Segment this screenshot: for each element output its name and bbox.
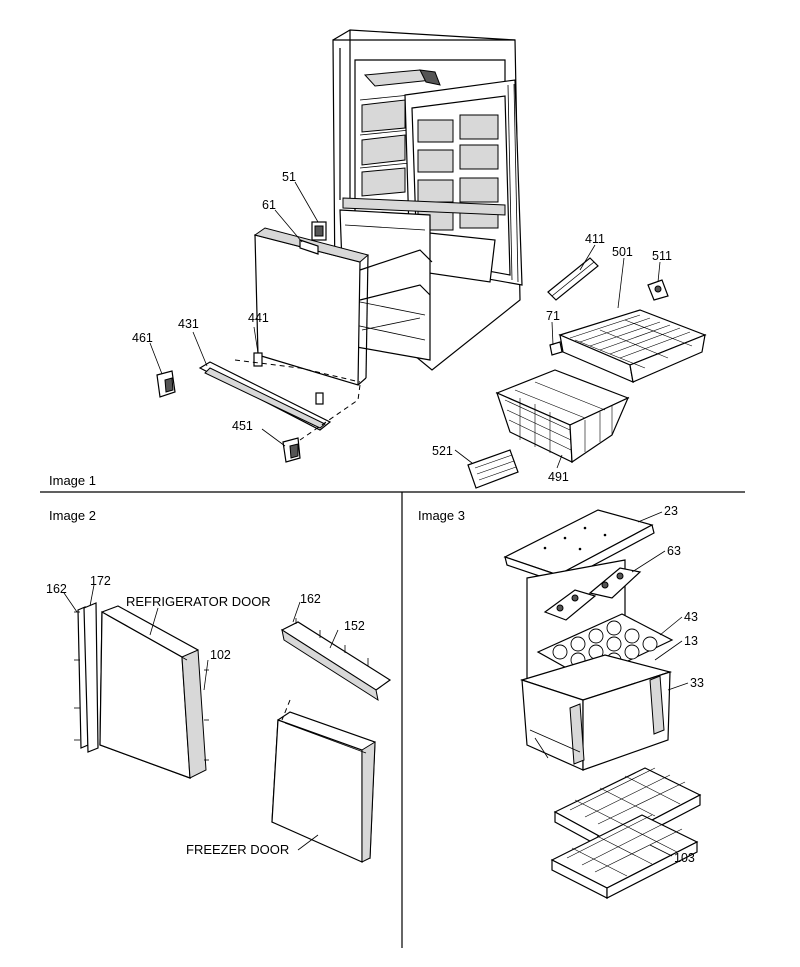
callout-431: 431 bbox=[178, 317, 199, 331]
image1-callouts: 51 61 411 501 511 461 431 441 71 451 521… bbox=[132, 170, 672, 484]
image1-leaders bbox=[149, 181, 661, 469]
panel-dividers bbox=[40, 491, 745, 948]
callout-511: 511 bbox=[652, 249, 672, 263]
callout-172: 172 bbox=[90, 574, 111, 588]
callout-61: 61 bbox=[262, 198, 276, 212]
callout-162-freezer: 162 bbox=[300, 592, 321, 606]
callout-441: 441 bbox=[248, 311, 269, 325]
callout-13: 13 bbox=[684, 634, 698, 648]
callout-102: 102 bbox=[210, 648, 231, 662]
refrigerator-door-label: REFRIGERATOR DOOR bbox=[126, 594, 271, 609]
callout-501: 501 bbox=[612, 245, 633, 259]
freezer-door-parts bbox=[271, 618, 392, 863]
callout-71: 71 bbox=[546, 309, 560, 323]
refrigerator-door-parts bbox=[74, 602, 209, 779]
callout-152: 152 bbox=[344, 619, 365, 633]
callout-451: 451 bbox=[232, 419, 253, 433]
caption-image3: Image 3 bbox=[418, 508, 465, 523]
freezer-baskets bbox=[467, 257, 707, 489]
image3-leaders bbox=[631, 511, 689, 857]
callout-51: 51 bbox=[282, 170, 296, 184]
callout-23: 23 bbox=[664, 504, 678, 518]
callout-411: 411 bbox=[585, 232, 605, 246]
freezer-door-label: FREEZER DOOR bbox=[186, 842, 289, 857]
caption-image2: Image 2 bbox=[49, 508, 96, 523]
callout-43: 43 bbox=[684, 610, 698, 624]
callout-491: 491 bbox=[548, 470, 569, 484]
callout-162: 162 bbox=[46, 582, 67, 596]
icemaker-parts bbox=[503, 509, 702, 899]
image2-leaders bbox=[63, 584, 339, 851]
callout-103: 103 bbox=[674, 851, 695, 865]
drawer-trim-parts bbox=[156, 352, 361, 463]
caption-image1: Image 1 bbox=[49, 473, 96, 488]
callout-461: 461 bbox=[132, 331, 153, 345]
refrigerator-cabinet bbox=[332, 29, 523, 371]
callout-63: 63 bbox=[667, 544, 681, 558]
callout-521: 521 bbox=[432, 444, 453, 458]
callout-33: 33 bbox=[690, 676, 704, 690]
image3-callouts: 23 63 43 13 33 103 bbox=[664, 504, 704, 865]
freezer-drawer bbox=[253, 221, 433, 386]
image2-labels: 162 172 REFRIGERATOR DOOR 102 162 152 FR… bbox=[46, 574, 365, 857]
